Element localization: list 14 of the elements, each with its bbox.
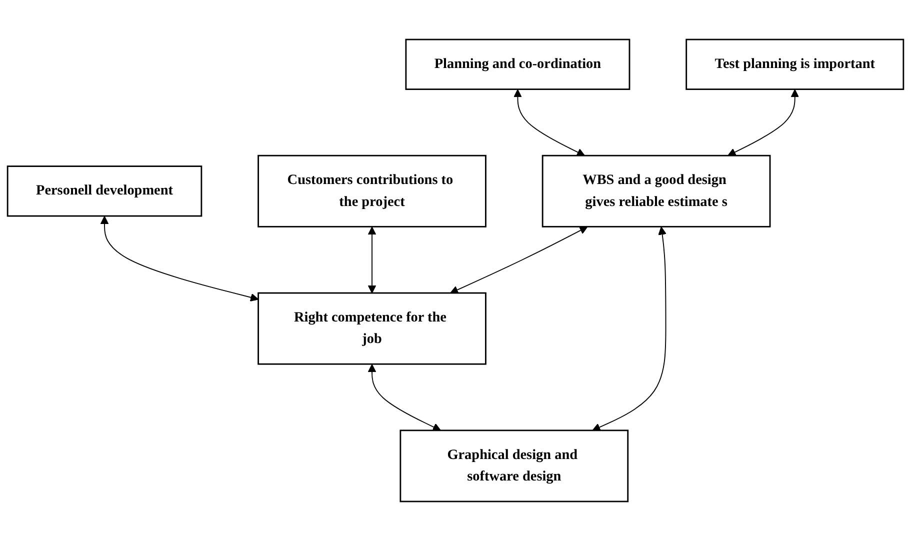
node-box: Right competence for the job	[258, 292, 486, 365]
node-box: Personell development	[6, 166, 202, 217]
arrow	[450, 226, 588, 294]
arrow	[514, 89, 585, 156]
node-box: WBS and a good design gives reliable estimate s	[542, 154, 771, 228]
node-box: Customers contributions to the project	[258, 154, 486, 228]
arrow	[592, 226, 666, 432]
arrow	[728, 89, 800, 156]
node-box: Graphical design and software design	[400, 430, 629, 502]
arrow	[368, 364, 441, 431]
node-box: Planning and co-ordination	[405, 38, 630, 90]
node-box: Test planning is important	[686, 38, 904, 90]
arrow	[368, 226, 376, 294]
arrow	[100, 216, 259, 302]
